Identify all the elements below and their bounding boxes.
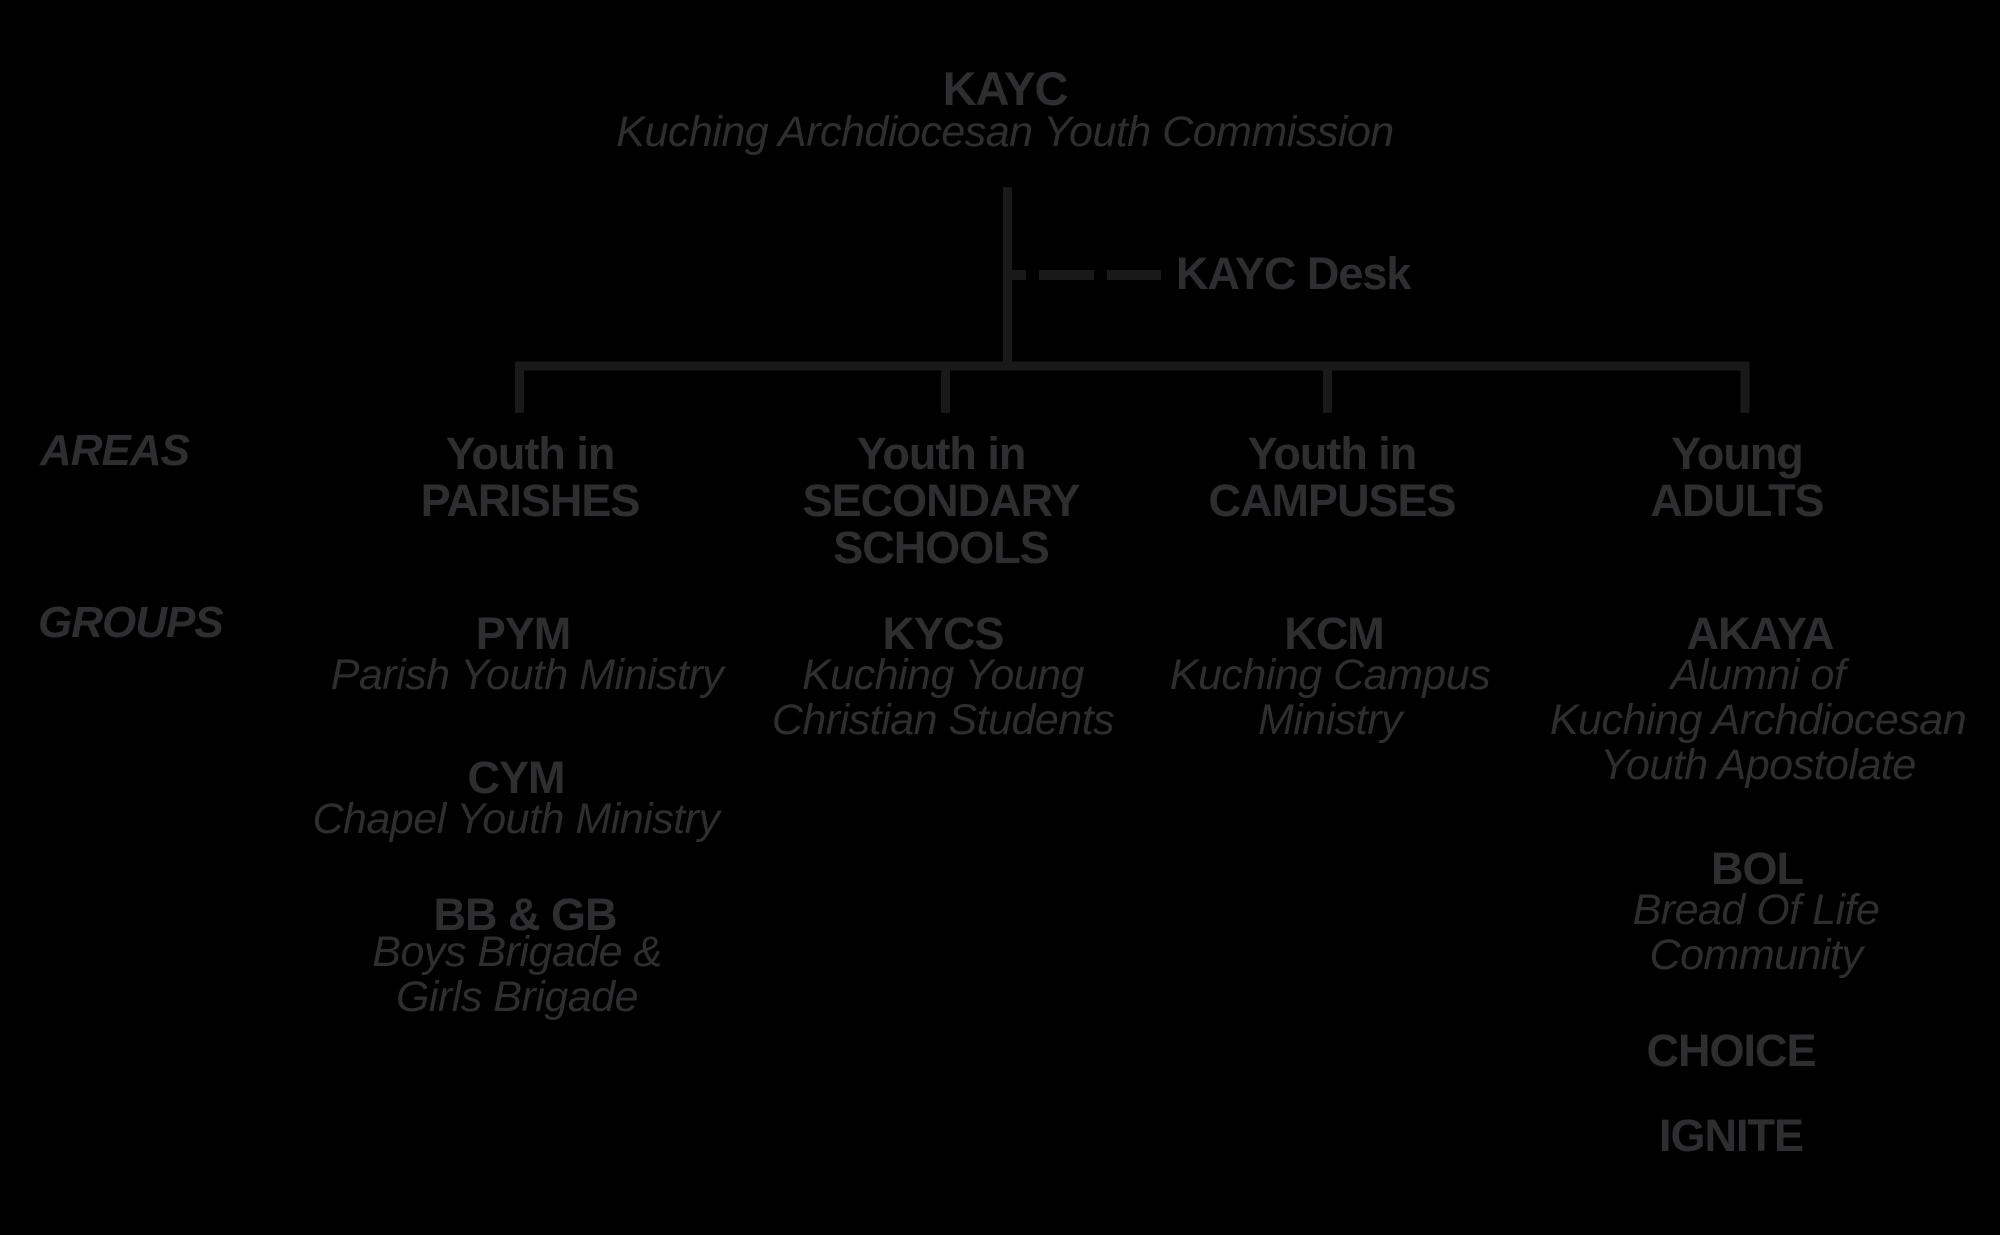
- area-header-line: Youth in: [856, 428, 1027, 479]
- area-header-line: Young: [1671, 428, 1804, 479]
- group-acronym-kcm: KCM: [1284, 608, 1384, 659]
- area-header-campuses: Youth in CAMPUSES: [1208, 428, 1456, 526]
- area-header-line: SCHOOLS: [833, 522, 1050, 573]
- group-fullname-line: Parish Youth Ministry: [330, 651, 724, 699]
- area-header-line: PARISHES: [420, 475, 641, 526]
- group-fullname-line: Kuching Archdiocesan: [1549, 696, 1967, 744]
- group-fullname-kcm: Kuching Campus Ministry: [1169, 651, 1491, 744]
- group-fullname-line: Kuching Young: [801, 651, 1085, 699]
- group-acronym-choice: CHOICE: [1646, 1025, 1816, 1076]
- group-fullname-bbgb: Boys Brigade & Girls Brigade: [372, 928, 662, 1021]
- group-fullname-line: Kuching Campus: [1169, 651, 1491, 699]
- group-fullname-cym: Chapel Youth Ministry: [312, 795, 721, 843]
- group-acronym-bol: BOL: [1711, 843, 1804, 894]
- group-fullname-line: Community: [1649, 931, 1863, 979]
- group-fullname-line: Ministry: [1257, 696, 1403, 744]
- group-fullname-line: Bread Of Life: [1632, 886, 1880, 934]
- row-label-areas: AREAS: [40, 426, 190, 475]
- group-fullname-line: Chapel Youth Ministry: [312, 795, 721, 843]
- group-acronym-akaya: AKAYA: [1686, 608, 1835, 659]
- group-acronym-cym: CYM: [467, 752, 566, 803]
- area-header-line: CAMPUSES: [1208, 475, 1456, 526]
- group-fullname-bol: Bread Of Life Community: [1633, 888, 1880, 978]
- row-label-groups: GROUPS: [38, 598, 224, 647]
- group-acronym-bbgb: BB & GB: [433, 889, 618, 940]
- group-fullname-kycs: Kuching Young Christian Students: [771, 651, 1115, 744]
- group-fullname-line: Christian Students: [771, 696, 1115, 744]
- area-header-young-adults: Young ADULTS: [1650, 428, 1824, 526]
- area-header-line: SECONDARY: [802, 475, 1081, 526]
- root-acronym: KAYC: [942, 62, 1069, 115]
- area-header-line: ADULTS: [1650, 475, 1824, 526]
- group-fullname-line: Alumni of: [1670, 651, 1846, 699]
- group-acronym-kycs: KYCS: [882, 608, 1004, 659]
- area-header-secondary-schools: Youth in SECONDARY SCHOOLS: [802, 428, 1081, 573]
- area-header-line: Youth in: [445, 428, 616, 479]
- group-fullname-akaya: Alumni of Kuching Archdiocesan Youth Apo…: [1549, 651, 1967, 789]
- root-full-name: Kuching Archdiocesan Youth Commission: [616, 108, 1394, 156]
- kayc-desk-label: KAYC Desk: [1176, 248, 1411, 299]
- group-fullname-pym: Parish Youth Ministry: [331, 653, 724, 698]
- group-acronym-ignite: IGNITE: [1658, 1110, 1804, 1161]
- area-header-parishes: Youth in PARISHES: [420, 428, 641, 526]
- area-header-line: Youth in: [1247, 428, 1418, 479]
- group-fullname-line: Girls Brigade: [395, 973, 639, 1021]
- group-fullname-line: Youth Apostolate: [1600, 741, 1916, 789]
- group-fullname-line: Boys Brigade &: [372, 928, 662, 976]
- group-acronym-pym: PYM: [475, 608, 572, 659]
